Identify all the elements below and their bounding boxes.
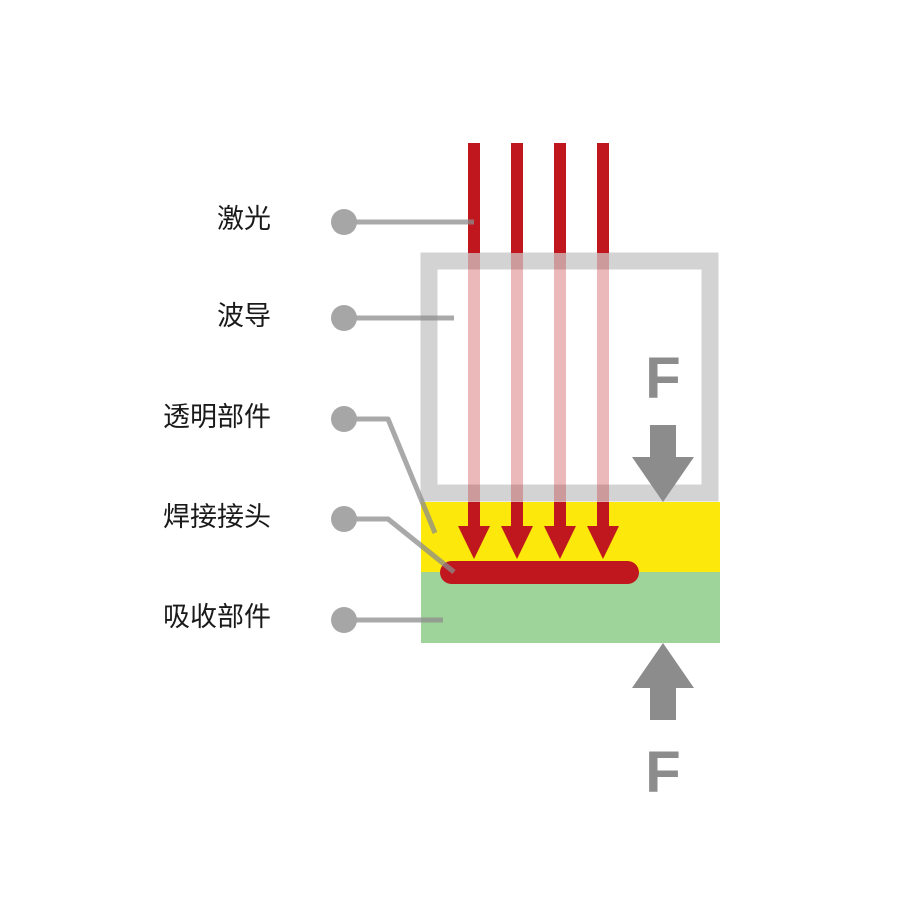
pointer-dots [331,209,357,633]
weld-joint [440,561,639,584]
force-label-bottom: F [645,740,681,805]
laser-arrowhead-3 [544,526,576,559]
laser-arrows [458,502,619,559]
laser-arrowhead-2 [501,526,533,559]
label-waveguide: 波导 [217,301,271,332]
leader-lines [344,219,474,623]
laser-arrowhead-4 [587,526,619,559]
force-arrow-up-icon [632,643,694,720]
pointer-dot-waveguide [331,305,357,331]
pointer-dot-laser [331,209,357,235]
label-transparent-part: 透明部件 [163,402,271,433]
label-laser: 激光 [217,204,271,235]
label-absorbing-part: 吸收部件 [163,602,271,633]
leader-weld-joint [344,516,456,574]
leader-transparent-part [344,416,438,534]
waveguide-frame [420,252,719,502]
force-arrow-down-icon [632,425,694,502]
laser-beams-in-waveguide [468,253,609,502]
laser-beams [468,143,609,253]
pointer-dot-weld-joint [331,506,357,532]
label-weld-joint: 焊接接头 [163,502,271,533]
laser-arrowhead-1 [458,526,490,559]
force-label-top: F [645,346,681,411]
pointer-dot-absorbing-part [331,607,357,633]
pointer-dot-transparent-part [331,406,357,432]
